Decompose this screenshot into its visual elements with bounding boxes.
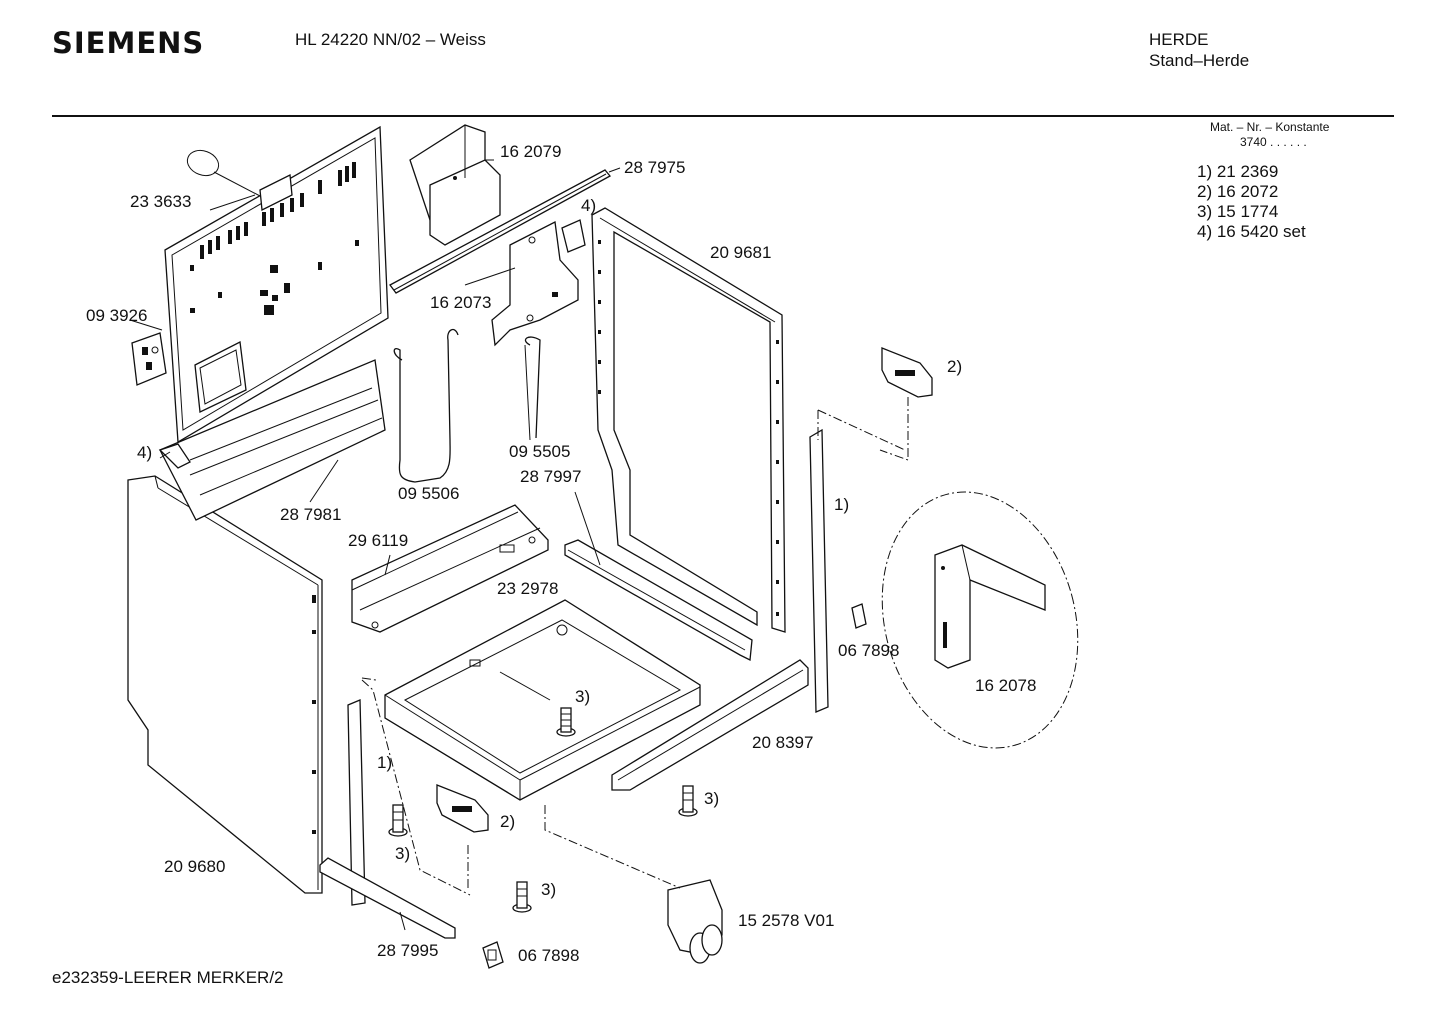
crossbar-296119-part (351, 504, 549, 633)
clip-right-part (879, 347, 933, 461)
header-divider (52, 115, 1394, 117)
label-209680: 20 9680 (164, 857, 225, 876)
brand-logo: SIEMENS (52, 26, 205, 60)
label-287975: 28 7975 (624, 158, 685, 177)
label-287981: 28 7981 (280, 505, 341, 524)
label-287995: 28 7995 (377, 941, 438, 960)
label-2-left: 2) (500, 812, 515, 831)
label-3-center: 3) (575, 687, 590, 706)
rail-287981-part (158, 359, 386, 521)
category-subtitle: Stand–Herde (1149, 51, 1250, 70)
clip-top-part (561, 219, 586, 253)
legend-item-1: 1) 21 2369 (1197, 162, 1279, 181)
label-233633: 23 3633 (130, 192, 191, 211)
label-296119: 29 6119 (348, 531, 408, 550)
label-1-right: 1) (834, 495, 849, 514)
legend-item-2: 2) 16 2072 (1197, 182, 1279, 201)
label-1-left: 1) (377, 753, 392, 772)
rail-287975-part (389, 169, 612, 294)
screw-center-part (556, 707, 576, 737)
label-3-right: 3) (704, 789, 719, 808)
label-3-left: 3) (395, 844, 410, 863)
hooks-part (393, 328, 541, 483)
label-067898-right: 06 7898 (838, 641, 899, 660)
clip-067898-bottom-part (482, 941, 504, 969)
label-3-bottom: 3) (541, 880, 556, 899)
assembly-leader-lines (361, 409, 906, 896)
screw-bottom-part (512, 881, 532, 913)
clip-067898-right-part (851, 603, 867, 629)
legend-item-3: 3) 15 1774 (1197, 202, 1279, 221)
back-panel-part (164, 125, 389, 444)
screw-right-part (678, 785, 698, 817)
drawing-reference-code: e232359-LEERER MERKER/2 (52, 968, 284, 987)
category-title: HERDE (1149, 30, 1209, 49)
screw-left-part (388, 804, 408, 837)
label-2-right: 2) (947, 357, 962, 376)
model-number: HL 24220 NN/02 – Weiss (295, 30, 486, 49)
label-209681: 20 9681 (710, 243, 771, 262)
label-093926: 09 3926 (86, 306, 147, 325)
strip-right-part (809, 428, 829, 713)
strip-left-part (347, 699, 366, 906)
legend-item-4: 4) 16 5420 set (1197, 222, 1306, 241)
label-leaders (129, 159, 621, 931)
rail-208397-part (611, 659, 809, 791)
label-4-top: 4) (581, 196, 596, 215)
label-162073: 16 2073 (430, 293, 491, 312)
label-067898-bottom: 06 7898 (518, 946, 579, 965)
rail-287997-part (564, 539, 753, 662)
caster-152578-part (667, 879, 723, 964)
label-095506: 09 5506 (398, 484, 459, 503)
base-frame-232978-part (384, 599, 701, 801)
label-162078: 16 2078 (975, 676, 1036, 695)
label-162079: 16 2079 (500, 142, 561, 161)
label-4-left: 4) (137, 443, 152, 462)
label-152578: 15 2578 V01 (738, 911, 834, 930)
front-panel-209680-part (127, 475, 323, 894)
label-208397: 20 8397 (752, 733, 813, 752)
label-095505: 09 5505 (509, 442, 570, 461)
material-number-value: 3740 . . . . . . (1240, 135, 1307, 149)
duct-162079-part (409, 124, 501, 246)
detail-bracket-162078-part (881, 491, 1079, 749)
clip-left-part (436, 784, 489, 833)
footnote-legend: 1) 21 2369 2) 16 2072 3) 15 1774 4) 16 5… (1197, 162, 1306, 242)
bracket-093926-part (131, 332, 167, 386)
material-number-label: Mat. – Nr. – Konstante (1210, 120, 1330, 134)
label-232978: 23 2978 (497, 579, 558, 598)
bracket-162073-part (491, 221, 579, 347)
rail-287995-part (319, 857, 456, 939)
label-287997: 28 7997 (520, 467, 581, 486)
side-frame-209681-part (591, 207, 786, 633)
